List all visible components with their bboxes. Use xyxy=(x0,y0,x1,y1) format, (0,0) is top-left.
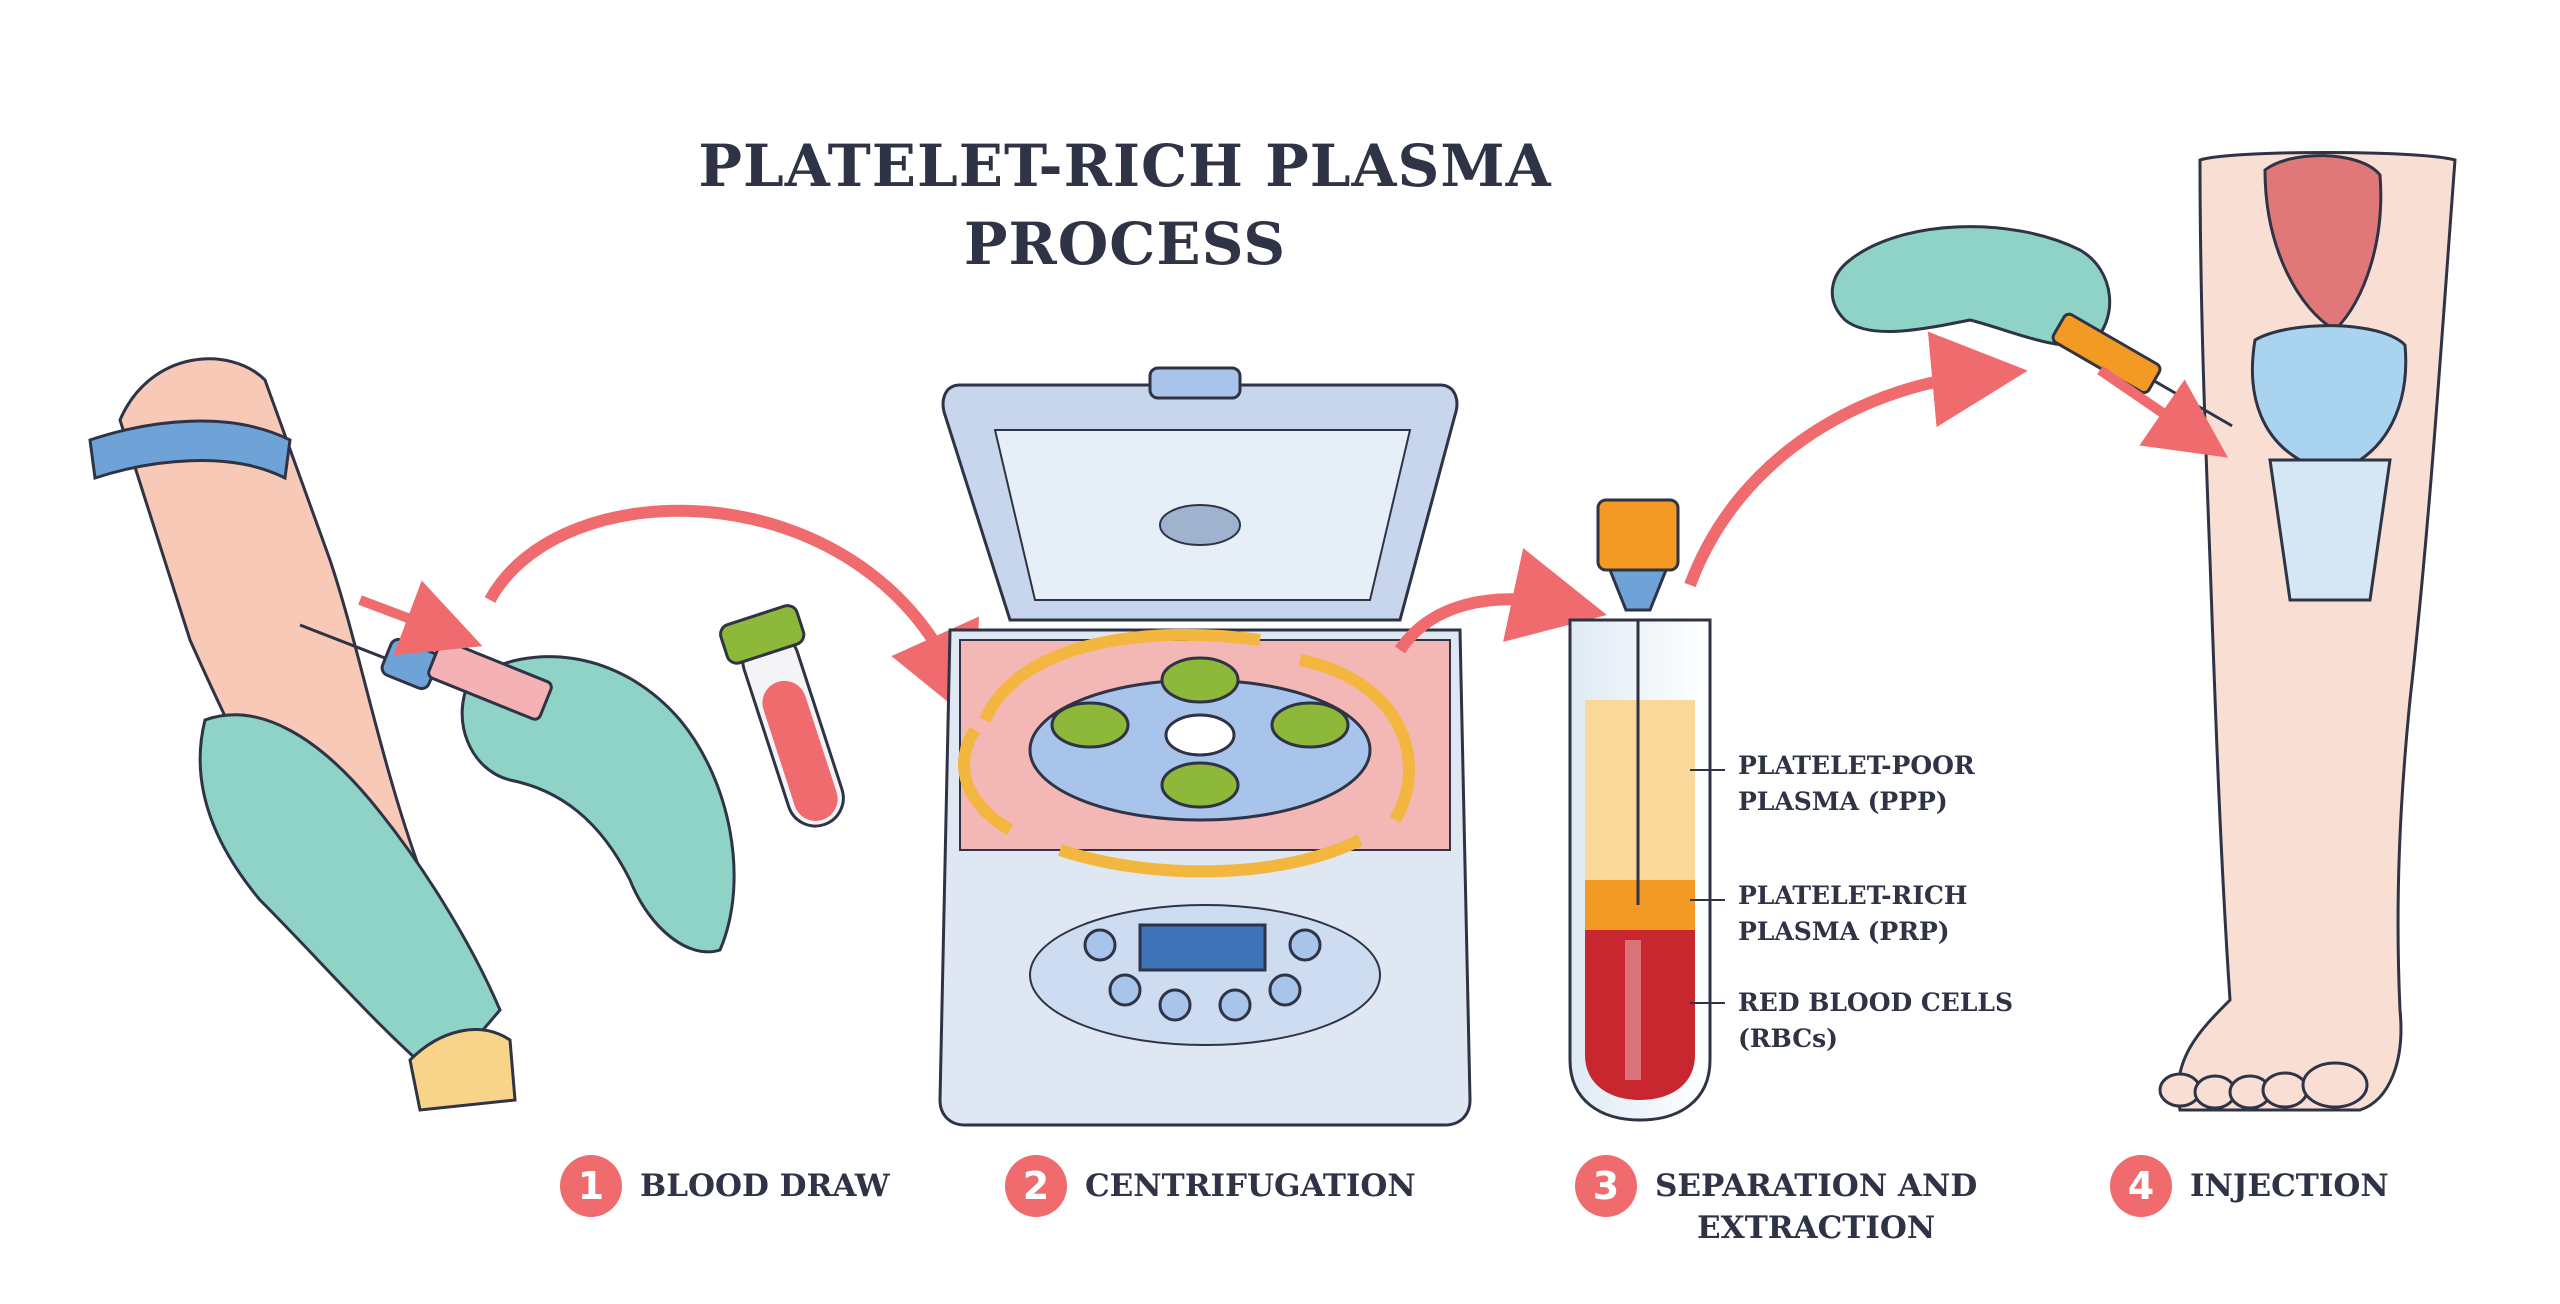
tourniquet-band xyxy=(88,419,292,481)
rotation-arrow-top xyxy=(979,628,1261,723)
arrow-into-knee xyxy=(2097,365,2229,458)
blood-draw-illustration xyxy=(88,357,736,1112)
glove-cuff-skin xyxy=(408,1028,517,1112)
step-label: BLOOD DRAW xyxy=(640,1168,890,1204)
label-ppp: PLATELET-POOR PLASMA (PPP) xyxy=(1738,751,1975,816)
arrow-into-arm xyxy=(358,580,483,656)
arrow-step3-to-step4 xyxy=(1684,331,2028,588)
step-number-badge: 4 xyxy=(2110,1155,2172,1217)
step-number-badge: 3 xyxy=(1575,1155,1637,1217)
title-line-1: PLATELET-RICH PLASMA xyxy=(698,132,1552,200)
rotation-arrow-right xyxy=(1298,654,1415,824)
lid-handle xyxy=(1148,366,1242,400)
display-screen xyxy=(1138,923,1267,972)
arrow-step2-to-step3 xyxy=(1395,548,1607,654)
step-label: SEPARATION AND EXTRACTION xyxy=(1655,1168,1978,1246)
step-label: INJECTION xyxy=(2190,1168,2389,1204)
rotation-arrow-bottom xyxy=(1058,834,1363,878)
layer-ppp xyxy=(1585,700,1695,880)
separation-tube-illustration xyxy=(1568,498,1725,1122)
arrow-step1-to-step2 xyxy=(484,504,979,724)
knee-joint xyxy=(2250,324,2408,462)
rotation-arrow-left xyxy=(958,726,1014,836)
toes xyxy=(2158,1061,2369,1110)
step-label: CENTRIFUGATION xyxy=(1085,1168,1416,1204)
rotor-tube-caps xyxy=(1050,656,1350,809)
step-4-injection: 4 INJECTION xyxy=(2110,1155,2389,1217)
centrifuge-illustration xyxy=(938,366,1472,1127)
tibia-bone xyxy=(2268,458,2392,602)
layer-prp xyxy=(1585,880,1695,930)
blood-sample-tube xyxy=(719,604,845,828)
extraction-syringe xyxy=(1596,498,1680,572)
label-prp: PLATELET-RICH PLASMA (PRP) xyxy=(1738,881,1968,946)
label-rbc: RED BLOOD CELLS (RBCs) xyxy=(1738,988,2014,1053)
title-line-2: PROCESS xyxy=(963,210,1287,278)
step-number-badge: 2 xyxy=(1005,1155,1067,1217)
step-1-blood-draw: 1 BLOOD DRAW xyxy=(560,1155,890,1217)
step-3-separation: 3 SEPARATION AND EXTRACTION xyxy=(1575,1155,1977,1249)
thigh-muscle xyxy=(2263,154,2383,332)
step-2-centrifugation: 2 CENTRIFUGATION xyxy=(1005,1155,1416,1217)
layer-rbc xyxy=(1585,930,1695,1100)
step-number-badge: 1 xyxy=(560,1155,622,1217)
glove-right-hand xyxy=(460,655,736,954)
injection-illustration xyxy=(1830,151,2457,1112)
control-buttons xyxy=(1083,928,1322,1022)
